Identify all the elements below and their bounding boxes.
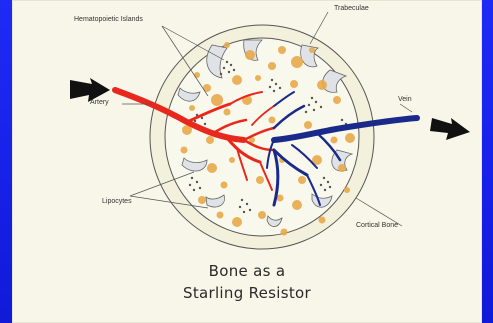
outflow-arrow-icon bbox=[430, 118, 470, 140]
label-cortical-bone: Cortical Bone bbox=[356, 222, 398, 229]
label-hematopoietic-islands: Hematopoietic Islands bbox=[74, 16, 143, 23]
caption-line-1: Bone as a bbox=[12, 262, 482, 280]
label-vein: Vein bbox=[398, 96, 412, 103]
label-lipocytes: Lipocytes bbox=[102, 198, 132, 205]
diagram-card: Hematopoietic Islands Trabeculae Artery … bbox=[12, 0, 482, 323]
label-artery: Artery bbox=[90, 99, 109, 106]
label-trabeculae: Trabeculae bbox=[334, 5, 369, 12]
marrow-cavity bbox=[165, 38, 359, 236]
caption-line-2: Starling Resistor bbox=[12, 284, 482, 302]
